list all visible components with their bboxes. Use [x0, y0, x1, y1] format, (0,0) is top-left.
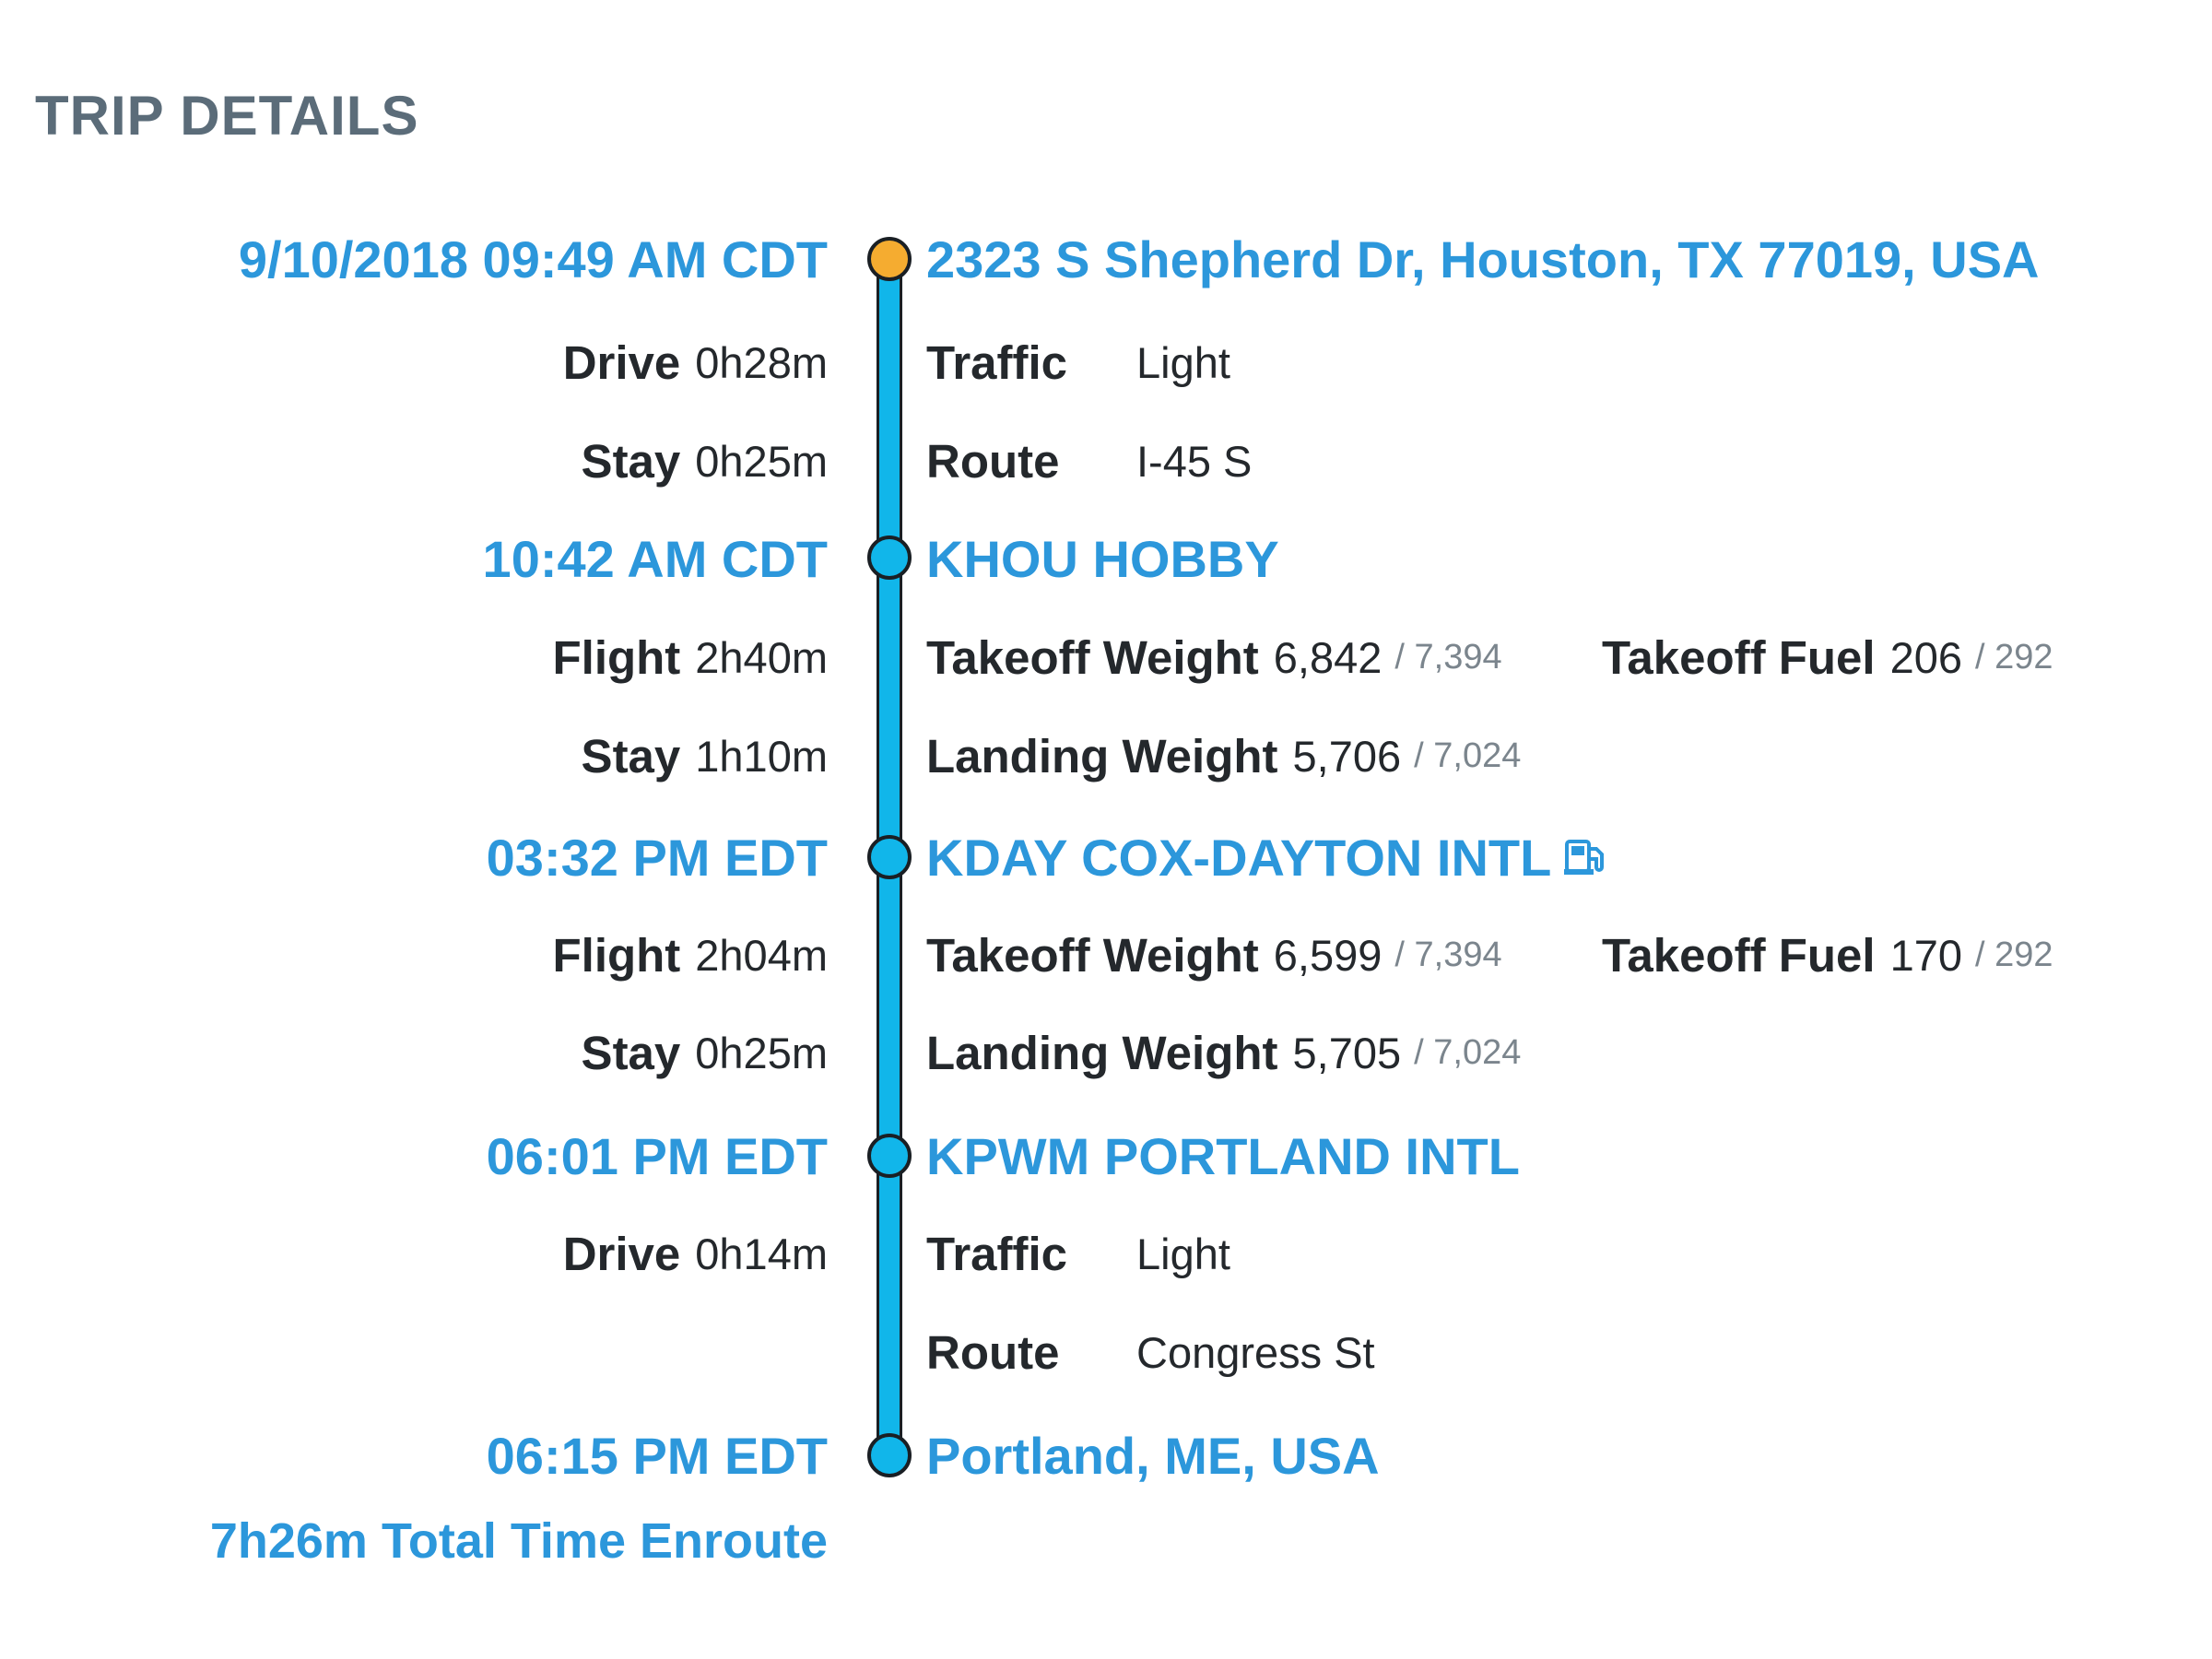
- flight-label: Flight: [552, 630, 681, 684]
- takeoff-weight-value: 6,599: [1273, 930, 1382, 980]
- stay-value: 1h10m: [695, 731, 828, 781]
- leg-detail-row: Flight 2h40m Takeoff Weight 6,842 / 7,394 T…: [0, 620, 2212, 694]
- stop-row: 03:32 PM EDT KDAY COX-DAYTON INTL: [0, 820, 2212, 894]
- leg-detail-row: Route Congress St: [0, 1315, 2212, 1389]
- stop-row: 9/10/2018 09:49 AM CDT 2323 S Shepherd D…: [0, 222, 2212, 296]
- drive-label: Drive: [562, 335, 681, 389]
- stop-row: 06:15 PM EDT Portland, ME, USA: [0, 1418, 2212, 1492]
- route-label: Route: [926, 1325, 1060, 1379]
- takeoff-fuel-value: 206: [1889, 632, 1963, 682]
- leg-detail-row: Flight 2h04m Takeoff Weight 6,599 / 7,394 T…: [0, 918, 2212, 992]
- takeoff-fuel-max: / 292: [1975, 935, 2053, 974]
- traffic-value: Light: [1136, 1229, 1230, 1278]
- landing-weight-label: Landing Weight: [926, 729, 1278, 782]
- takeoff-weight-label: Takeoff Weight: [926, 928, 1259, 982]
- timeline-node-start: [867, 237, 912, 281]
- stop-name[interactable]: Portland, ME, USA: [926, 1426, 1380, 1485]
- drive-value: 0h28m: [695, 337, 828, 387]
- takeoff-fuel-label: Takeoff Fuel: [1602, 630, 1876, 684]
- traffic-label: Traffic: [926, 1227, 1068, 1280]
- timeline-node: [867, 1134, 912, 1178]
- landing-weight-value: 5,705: [1292, 1028, 1402, 1077]
- drive-value: 0h14m: [695, 1229, 828, 1278]
- leg-detail-row: Drive 0h14m Traffic Light: [0, 1217, 2212, 1290]
- traffic-value: Light: [1136, 337, 1230, 387]
- landing-weight-value: 5,706: [1292, 731, 1402, 781]
- stay-label: Stay: [581, 729, 681, 782]
- stay-label: Stay: [581, 434, 681, 488]
- drive-label: Drive: [562, 1227, 681, 1280]
- flight-value: 2h40m: [695, 632, 828, 682]
- leg-detail-row: Drive 0h28m Traffic Light: [0, 325, 2212, 399]
- page-title: TRIP DETAILS: [35, 85, 419, 147]
- stop-row: 06:01 PM EDT KPWM PORTLAND INTL: [0, 1119, 2212, 1193]
- route-value: I-45 S: [1136, 436, 1253, 486]
- takeoff-fuel-label: Takeoff Fuel: [1602, 928, 1876, 982]
- landing-weight-max: / 7,024: [1414, 735, 1522, 775]
- timeline-node: [867, 535, 912, 580]
- takeoff-weight-max: / 7,394: [1394, 935, 1502, 974]
- stop-time: 03:32 PM EDT: [486, 828, 828, 887]
- stop-time: 06:15 PM EDT: [486, 1426, 828, 1485]
- stop-time: 06:01 PM EDT: [486, 1126, 828, 1185]
- leg-detail-row: Stay 0h25m Landing Weight 5,705 / 7,024: [0, 1016, 2212, 1089]
- takeoff-weight-label: Takeoff Weight: [926, 630, 1259, 684]
- route-label: Route: [926, 434, 1060, 488]
- flight-value: 2h04m: [695, 930, 828, 980]
- total-time-enroute: 7h26m Total Time Enroute: [209, 1513, 828, 1569]
- stop-name[interactable]: KPWM PORTLAND INTL: [926, 1126, 1520, 1185]
- stay-label: Stay: [581, 1026, 681, 1079]
- takeoff-weight-value: 6,842: [1273, 632, 1382, 682]
- stop-time: 10:42 AM CDT: [482, 529, 828, 588]
- takeoff-fuel-max: / 292: [1975, 637, 2053, 677]
- flight-label: Flight: [552, 928, 681, 982]
- landing-weight-label: Landing Weight: [926, 1026, 1278, 1079]
- leg-detail-row: Stay 1h10m Landing Weight 5,706 / 7,024: [0, 719, 2212, 793]
- route-value: Congress St: [1136, 1327, 1375, 1377]
- timeline-node-end: [867, 1433, 912, 1477]
- fuel-pump-icon: [1564, 840, 1605, 875]
- stop-row: 10:42 AM CDT KHOU HOBBY: [0, 522, 2212, 595]
- stop-time: 9/10/2018 09:49 AM CDT: [238, 229, 828, 288]
- landing-weight-max: / 7,024: [1414, 1032, 1522, 1072]
- timeline-node: [867, 835, 912, 879]
- stay-value: 0h25m: [695, 1028, 828, 1077]
- leg-detail-row: Stay 0h25m Route I-45 S: [0, 424, 2212, 498]
- stop-name[interactable]: KDAY COX-DAYTON INTL: [926, 828, 1552, 887]
- traffic-label: Traffic: [926, 335, 1068, 389]
- stop-name[interactable]: KHOU HOBBY: [926, 529, 1279, 588]
- stay-value: 0h25m: [695, 436, 828, 486]
- takeoff-weight-max: / 7,394: [1394, 637, 1502, 677]
- takeoff-fuel-value: 170: [1889, 930, 1963, 980]
- stop-name[interactable]: 2323 S Shepherd Dr, Houston, TX 77019, U…: [926, 229, 2040, 288]
